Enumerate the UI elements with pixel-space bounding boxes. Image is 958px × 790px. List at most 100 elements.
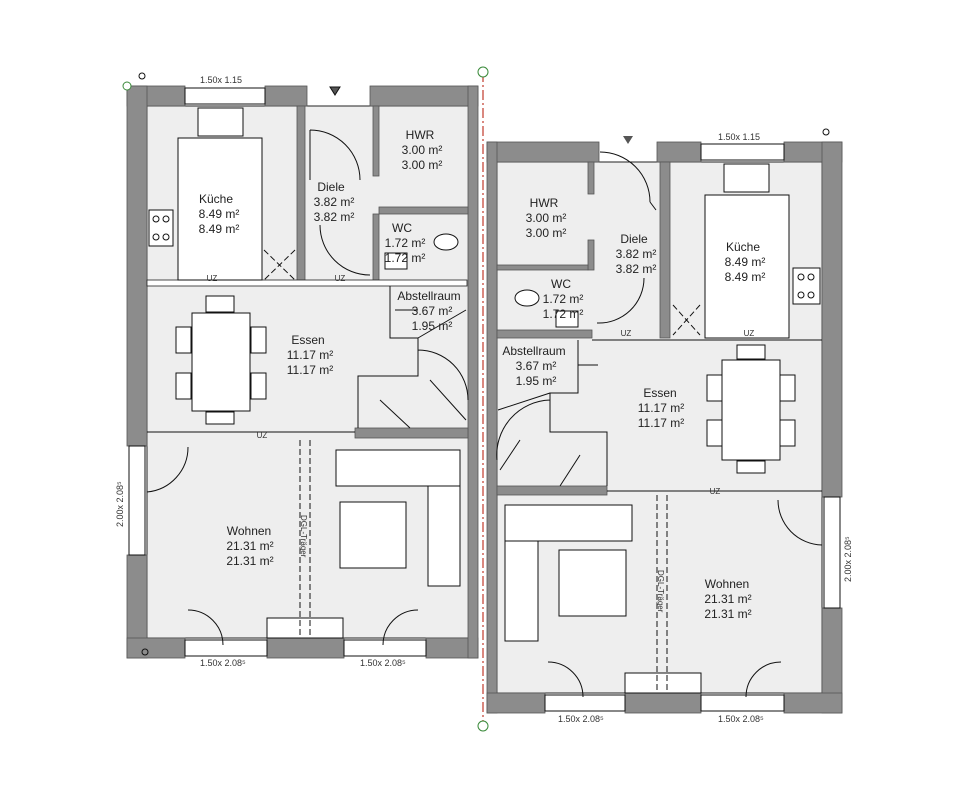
room-area: 3.82 m² [314, 210, 355, 224]
room-area: 1.95 m² [516, 374, 557, 388]
room-area: 1.72 m² [385, 251, 426, 265]
window [128, 445, 146, 556]
chair [250, 326, 267, 354]
room-label-essen: Essen 11.17 m² 11.17 m² [638, 386, 684, 430]
wall [624, 692, 702, 714]
window [544, 694, 626, 712]
wall [821, 141, 843, 498]
stove-icon [148, 209, 174, 247]
uz-label: UZ [207, 274, 218, 283]
wall [146, 279, 468, 287]
room-name: WC [392, 221, 412, 235]
left-unit: 1.50x 1.15 1.50x 2.08⁵ 1.50x 2.08⁵ 2.00x… [115, 72, 479, 668]
room-label-wc: WC 1.72 m² 1.72 m² [385, 221, 426, 265]
sofa [504, 504, 633, 542]
toilet-icon [514, 289, 540, 307]
room-area: 21.31 m² [226, 539, 273, 553]
wall [659, 161, 671, 339]
room-label-essen: Essen 11.17 m² 11.17 m² [287, 333, 333, 377]
room-name: Diele [620, 232, 648, 246]
chair [779, 419, 796, 447]
window [823, 496, 841, 609]
room-name: Abstellraum [397, 289, 460, 303]
washbasin-icon [555, 310, 579, 328]
wall [486, 141, 498, 714]
window-dimension-top: 1.50x 1.15 [718, 132, 760, 142]
room-area: 1.72 m² [385, 236, 426, 250]
room-area: 8.49 m² [199, 207, 240, 221]
axis-marker-bottom [477, 720, 489, 732]
wall [467, 85, 479, 659]
door-diele [599, 151, 657, 211]
room-area: 3.00 m² [526, 211, 567, 225]
room-area: 21.31 m² [226, 554, 273, 568]
window-dimension-bottom-right: 1.50x 2.08⁵ [360, 658, 406, 668]
room-area: 3.82 m² [616, 247, 657, 261]
door-wc [596, 277, 645, 324]
chair [205, 295, 235, 313]
wall [378, 206, 469, 215]
wall [496, 329, 593, 339]
fridge-icon [672, 304, 701, 336]
window [700, 694, 785, 712]
wall [783, 692, 843, 714]
marker [822, 128, 830, 136]
room-name: HWR [406, 128, 435, 142]
room-area: 11.17 m² [287, 348, 333, 362]
room-area: 3.82 m² [314, 195, 355, 209]
room-label-hwr: HWR 3.00 m² 3.00 m² [402, 128, 443, 172]
sink-icon [197, 107, 244, 137]
wall [656, 141, 702, 163]
wall [266, 637, 345, 659]
room-name: Essen [643, 386, 676, 400]
wall [126, 85, 148, 447]
coffee-table [339, 501, 407, 569]
wall [496, 264, 589, 271]
room-label-wohnen: Wohnen 21.31 m² 21.31 m² [226, 524, 273, 568]
uz-label: UZ [257, 431, 268, 440]
window [184, 87, 266, 105]
staircase [357, 286, 469, 429]
window-dimension-side: 2.00x 2.08⁵ [115, 481, 125, 527]
room-area: 3.00 m² [402, 158, 443, 172]
room-area: 1.72 m² [543, 307, 584, 321]
chair [706, 374, 723, 402]
staircase [496, 340, 608, 487]
room-area: 1.72 m² [543, 292, 584, 306]
chair [175, 326, 192, 354]
room-area: 3.00 m² [526, 226, 567, 240]
wall [486, 692, 546, 714]
wall [587, 239, 595, 271]
room-label-abstellraum: Abstellraum 3.67 m² 1.95 m² [397, 289, 460, 333]
chair [250, 372, 267, 400]
room-name: HWR [530, 196, 559, 210]
room-area: 3.67 m² [412, 304, 453, 318]
room-area: 3.82 m² [616, 262, 657, 276]
beam-label: DGL-Träger [299, 515, 308, 558]
kitchen-island [704, 194, 790, 339]
chair [706, 419, 723, 447]
uz-label: UZ [335, 274, 346, 283]
sink-icon [723, 163, 770, 193]
marker [138, 72, 146, 80]
room-area: 11.17 m² [287, 363, 333, 377]
wall [372, 105, 380, 177]
beam-label: DGL-Träger [656, 570, 665, 613]
door-window [547, 661, 782, 698]
window [343, 639, 427, 657]
room-name: Essen [291, 333, 324, 347]
wall [126, 637, 186, 659]
uz-label: UZ [621, 329, 632, 338]
room-name: Küche [199, 192, 233, 206]
entrance-arrow-icon [329, 86, 341, 96]
entrance-arrow-icon [623, 136, 633, 144]
uz-label: UZ [710, 487, 721, 496]
door-terrace [777, 499, 823, 546]
room-area: 8.49 m² [725, 270, 766, 284]
window-dimension-bottom-left: 1.50x 2.08⁵ [200, 658, 246, 668]
room-area: 3.67 m² [516, 359, 557, 373]
washbasin-icon [384, 252, 408, 270]
window-dimension-bottom-right: 1.50x 2.08⁵ [718, 714, 764, 724]
chair [205, 411, 235, 425]
